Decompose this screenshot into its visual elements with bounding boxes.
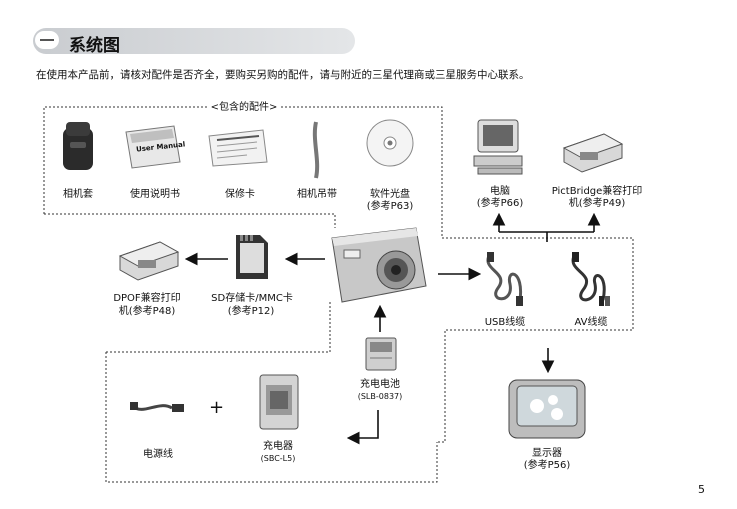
computer-label: 电脑 — [490, 186, 510, 197]
usb-cable-icon — [486, 252, 523, 306]
battery-icon — [365, 337, 397, 371]
warranty-card-icon — [208, 129, 268, 167]
sd-card-ref: (参考P12) — [227, 306, 275, 317]
page-title: 系统图 — [69, 36, 120, 56]
camera-icon — [331, 227, 427, 303]
charger-label: 充电器 — [263, 441, 293, 452]
plus-sign: + — [209, 397, 225, 418]
dash-icon — [40, 39, 54, 41]
cd-icon — [366, 119, 414, 167]
av-cable-label: AV线缆 — [574, 317, 608, 328]
sd-card-icon — [236, 235, 268, 279]
camera-case-label: 相机套 — [63, 189, 93, 200]
included-accessories-heading: <包含的配件> — [207, 101, 281, 114]
camera-case-icon — [63, 122, 93, 170]
dpof-printer-label: DPOF兼容打印 — [113, 293, 181, 304]
computer-ref: (参考P66) — [476, 198, 524, 209]
battery-model: (SLB-0837) — [357, 392, 403, 401]
pictbridge-printer-icon — [562, 133, 624, 173]
charger-model: (SBC-L5) — [260, 454, 296, 463]
dpof-printer-icon — [118, 241, 180, 281]
charger-icon — [259, 374, 299, 430]
dpof-printer-ref: 机(参考P48) — [118, 306, 176, 317]
sd-card-label: SD存储卡/MMC卡 — [211, 293, 293, 304]
user-manual-label: 使用说明书 — [130, 189, 180, 200]
computer-icon — [473, 119, 523, 175]
pictbridge-printer-ref: 机(参考P49) — [568, 198, 626, 209]
tv-monitor-ref: (参考P56) — [523, 460, 571, 471]
battery-label: 充电电池 — [360, 379, 400, 390]
software-cd-label: 软件光盘 — [370, 189, 410, 200]
pictbridge-printer-label: PictBridge兼容打印 — [551, 186, 643, 197]
power-cord-icon — [130, 402, 184, 412]
usb-cable-label: USB线缆 — [484, 317, 526, 328]
title-bar — [33, 28, 355, 54]
strap-label: 相机吊带 — [297, 189, 337, 200]
page-number: 5 — [698, 483, 705, 496]
software-cd-ref: (参考P63) — [366, 201, 414, 212]
warranty-card-label: 保修卡 — [225, 189, 255, 200]
user-manual-icon — [125, 125, 181, 169]
power-cord-label: 电源线 — [143, 449, 173, 460]
av-cable-icon — [571, 252, 610, 306]
tv-monitor-icon — [508, 379, 586, 439]
intro-text: 在使用本产品前，请核对配件是否齐全，要购买另购的配件，请与附近的三星代理商或三星… — [36, 69, 530, 81]
strap-icon — [312, 121, 320, 179]
tv-monitor-label: 显示器 — [532, 448, 562, 459]
